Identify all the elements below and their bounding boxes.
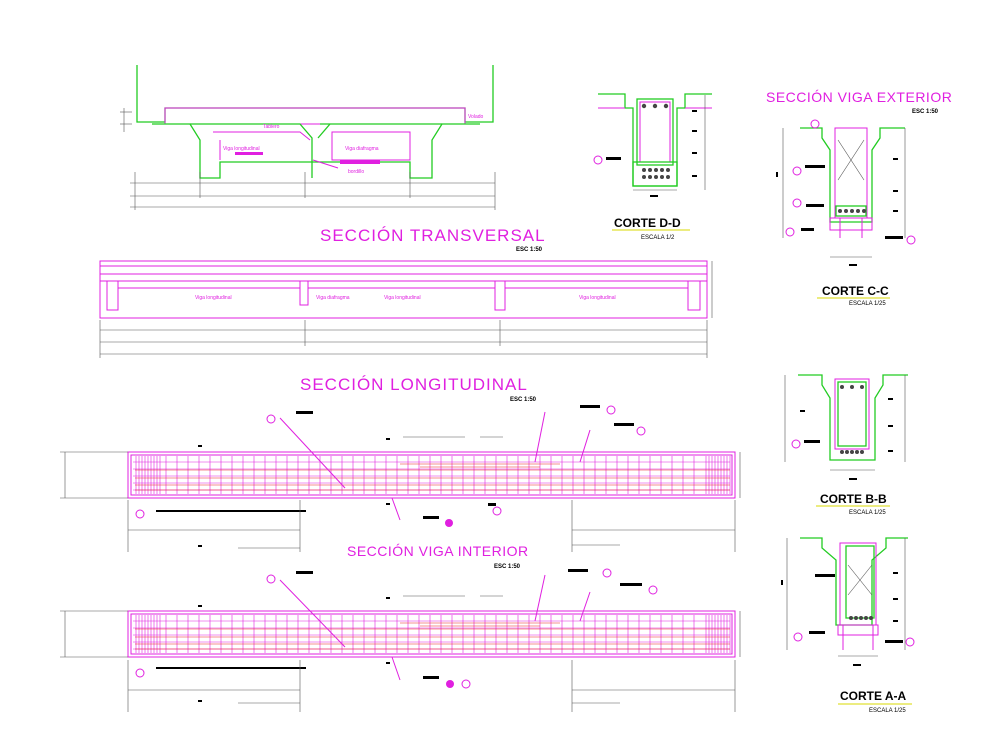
corte-aa-scale: ESCALA 1/25 (869, 708, 906, 714)
scale-seccion-longitudinal: ESC 1:50 (510, 397, 537, 403)
corte-dd-drawing (593, 93, 712, 197)
label-viga-diafragma-mid: Viga diafragma (316, 295, 350, 301)
corte-aa-label: CORTE A-A (840, 689, 907, 703)
top-transverse-detail: Tablero Volado Viga longitudinal Viga di… (120, 65, 496, 210)
label-viga-longitudinal-top: Viga longitudinal (223, 146, 260, 152)
label-volado: Volado (468, 114, 484, 120)
label-viga-longitudinal-3: Viga longitudinal (579, 295, 616, 301)
scale-seccion-transversal: ESC 1:50 (516, 247, 543, 253)
longitudinal-beam-drawing (60, 405, 741, 552)
label-tablero: Tablero (263, 124, 280, 130)
corte-cc-drawing (776, 119, 916, 266)
label-viga-longitudinal-1: Viga longitudinal (195, 295, 232, 301)
corte-bb-label: CORTE B-B (820, 492, 887, 506)
corte-cc-label: CORTE C-C (822, 284, 889, 298)
corte-dd-label: CORTE D-D (614, 216, 681, 230)
label-bordillo: bordillo (348, 169, 364, 175)
title-seccion-viga-exterior: SECCIÓN VIGA EXTERIOR (766, 89, 952, 105)
corte-bb-scale: ESCALA 1/25 (849, 510, 886, 516)
label-viga-longitudinal-2: Viga longitudinal (384, 295, 421, 301)
transversal-section-drawing: Viga longitudinal Viga diafragma Viga lo… (99, 260, 713, 358)
title-seccion-viga-interior: SECCIÓN VIGA INTERIOR (347, 543, 529, 559)
corte-dd-scale: ESCALA 1/2 (641, 235, 675, 241)
corte-cc-scale: ESCALA 1/25 (849, 301, 886, 307)
corte-aa-drawing (781, 537, 915, 666)
title-seccion-longitudinal: SECCIÓN LONGITUDINAL (300, 375, 528, 394)
label-viga-diafragma-top: Viga diafragma (345, 146, 379, 152)
interior-beam-drawing (60, 568, 741, 712)
scale-seccion-viga-interior: ESC 1:50 (494, 564, 521, 570)
corte-bb-drawing (784, 374, 908, 480)
title-seccion-transversal: SECCIÓN TRANSVERSAL (320, 226, 546, 245)
scale-seccion-viga-exterior: ESC 1:50 (912, 109, 939, 115)
